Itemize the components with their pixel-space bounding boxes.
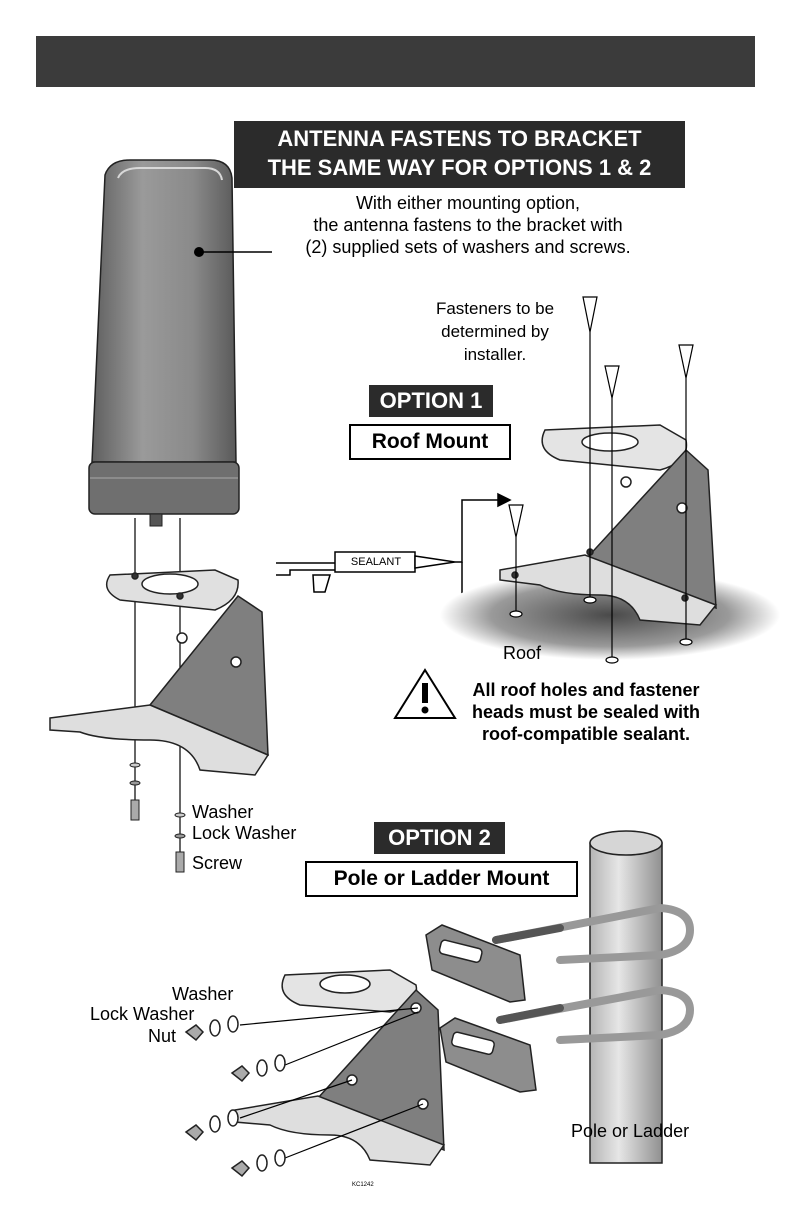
option1-label: OPTION 1 bbox=[369, 385, 493, 417]
title-line-1: ANTENNA FASTENS TO BRACKET bbox=[277, 126, 642, 151]
warning-line-2: heads must be sealed with bbox=[471, 702, 701, 722]
pole-washer-label: Washer bbox=[172, 984, 234, 1004]
antenna-radome bbox=[88, 159, 272, 527]
pole-nuts-washers bbox=[184, 1015, 286, 1178]
intro-line-2: the antenna fastens to the bracket with bbox=[313, 215, 623, 235]
pole-lock-washer-label: Lock Washer bbox=[90, 1004, 195, 1024]
roof-mount-label: Roof Mount bbox=[349, 424, 511, 460]
warning-line-1: All roof holes and fastener bbox=[472, 680, 700, 700]
roof-fasteners bbox=[508, 296, 694, 664]
page-title: ANTENNA FASTENS TO BRACKET THE SAME WAY … bbox=[234, 121, 685, 188]
roof-bracket bbox=[499, 424, 718, 626]
fasteners-note: Fasteners to be determined by installer. bbox=[410, 297, 580, 366]
pole-bracket bbox=[234, 969, 446, 1166]
warning-text: All roof holes and fastener heads must b… bbox=[455, 679, 717, 745]
nut-label: Nut bbox=[148, 1026, 177, 1046]
antenna-bracket bbox=[49, 569, 270, 776]
pole-hardware-lines bbox=[239, 1007, 424, 1159]
warning-line-3: roof-compatible sealant. bbox=[481, 724, 691, 744]
fasteners-note-line-3: installer. bbox=[463, 345, 527, 364]
intro-text: With either mounting option, the antenna… bbox=[258, 192, 678, 258]
title-line-2: THE SAME WAY FOR OPTIONS 1 & 2 bbox=[267, 155, 652, 180]
intro-line-3: (2) supplied sets of washers and screws. bbox=[305, 237, 631, 257]
washer-label: Washer bbox=[192, 802, 254, 822]
sealant-label: SEALANT bbox=[350, 556, 402, 568]
fasteners-note-line-2: determined by bbox=[441, 322, 549, 341]
screw-label: Screw bbox=[192, 853, 243, 873]
header-bar bbox=[36, 36, 755, 87]
part-code: KC1242 bbox=[352, 1182, 374, 1188]
lock-washer-label: Lock Washer bbox=[192, 823, 297, 843]
option2-label: OPTION 2 bbox=[374, 822, 505, 854]
clamp-plates bbox=[425, 924, 537, 1093]
intro-line-1: With either mounting option, bbox=[355, 193, 581, 213]
fasteners-note-line-1: Fasteners to be bbox=[435, 299, 555, 318]
roof-label: Roof bbox=[503, 643, 542, 663]
antenna-hardware bbox=[129, 762, 186, 873]
pole-label: Pole or Ladder bbox=[571, 1121, 690, 1141]
warning-icon bbox=[393, 668, 457, 719]
u-bolts bbox=[492, 903, 695, 1044]
pole-mount-label: Pole or Ladder Mount bbox=[305, 861, 578, 897]
